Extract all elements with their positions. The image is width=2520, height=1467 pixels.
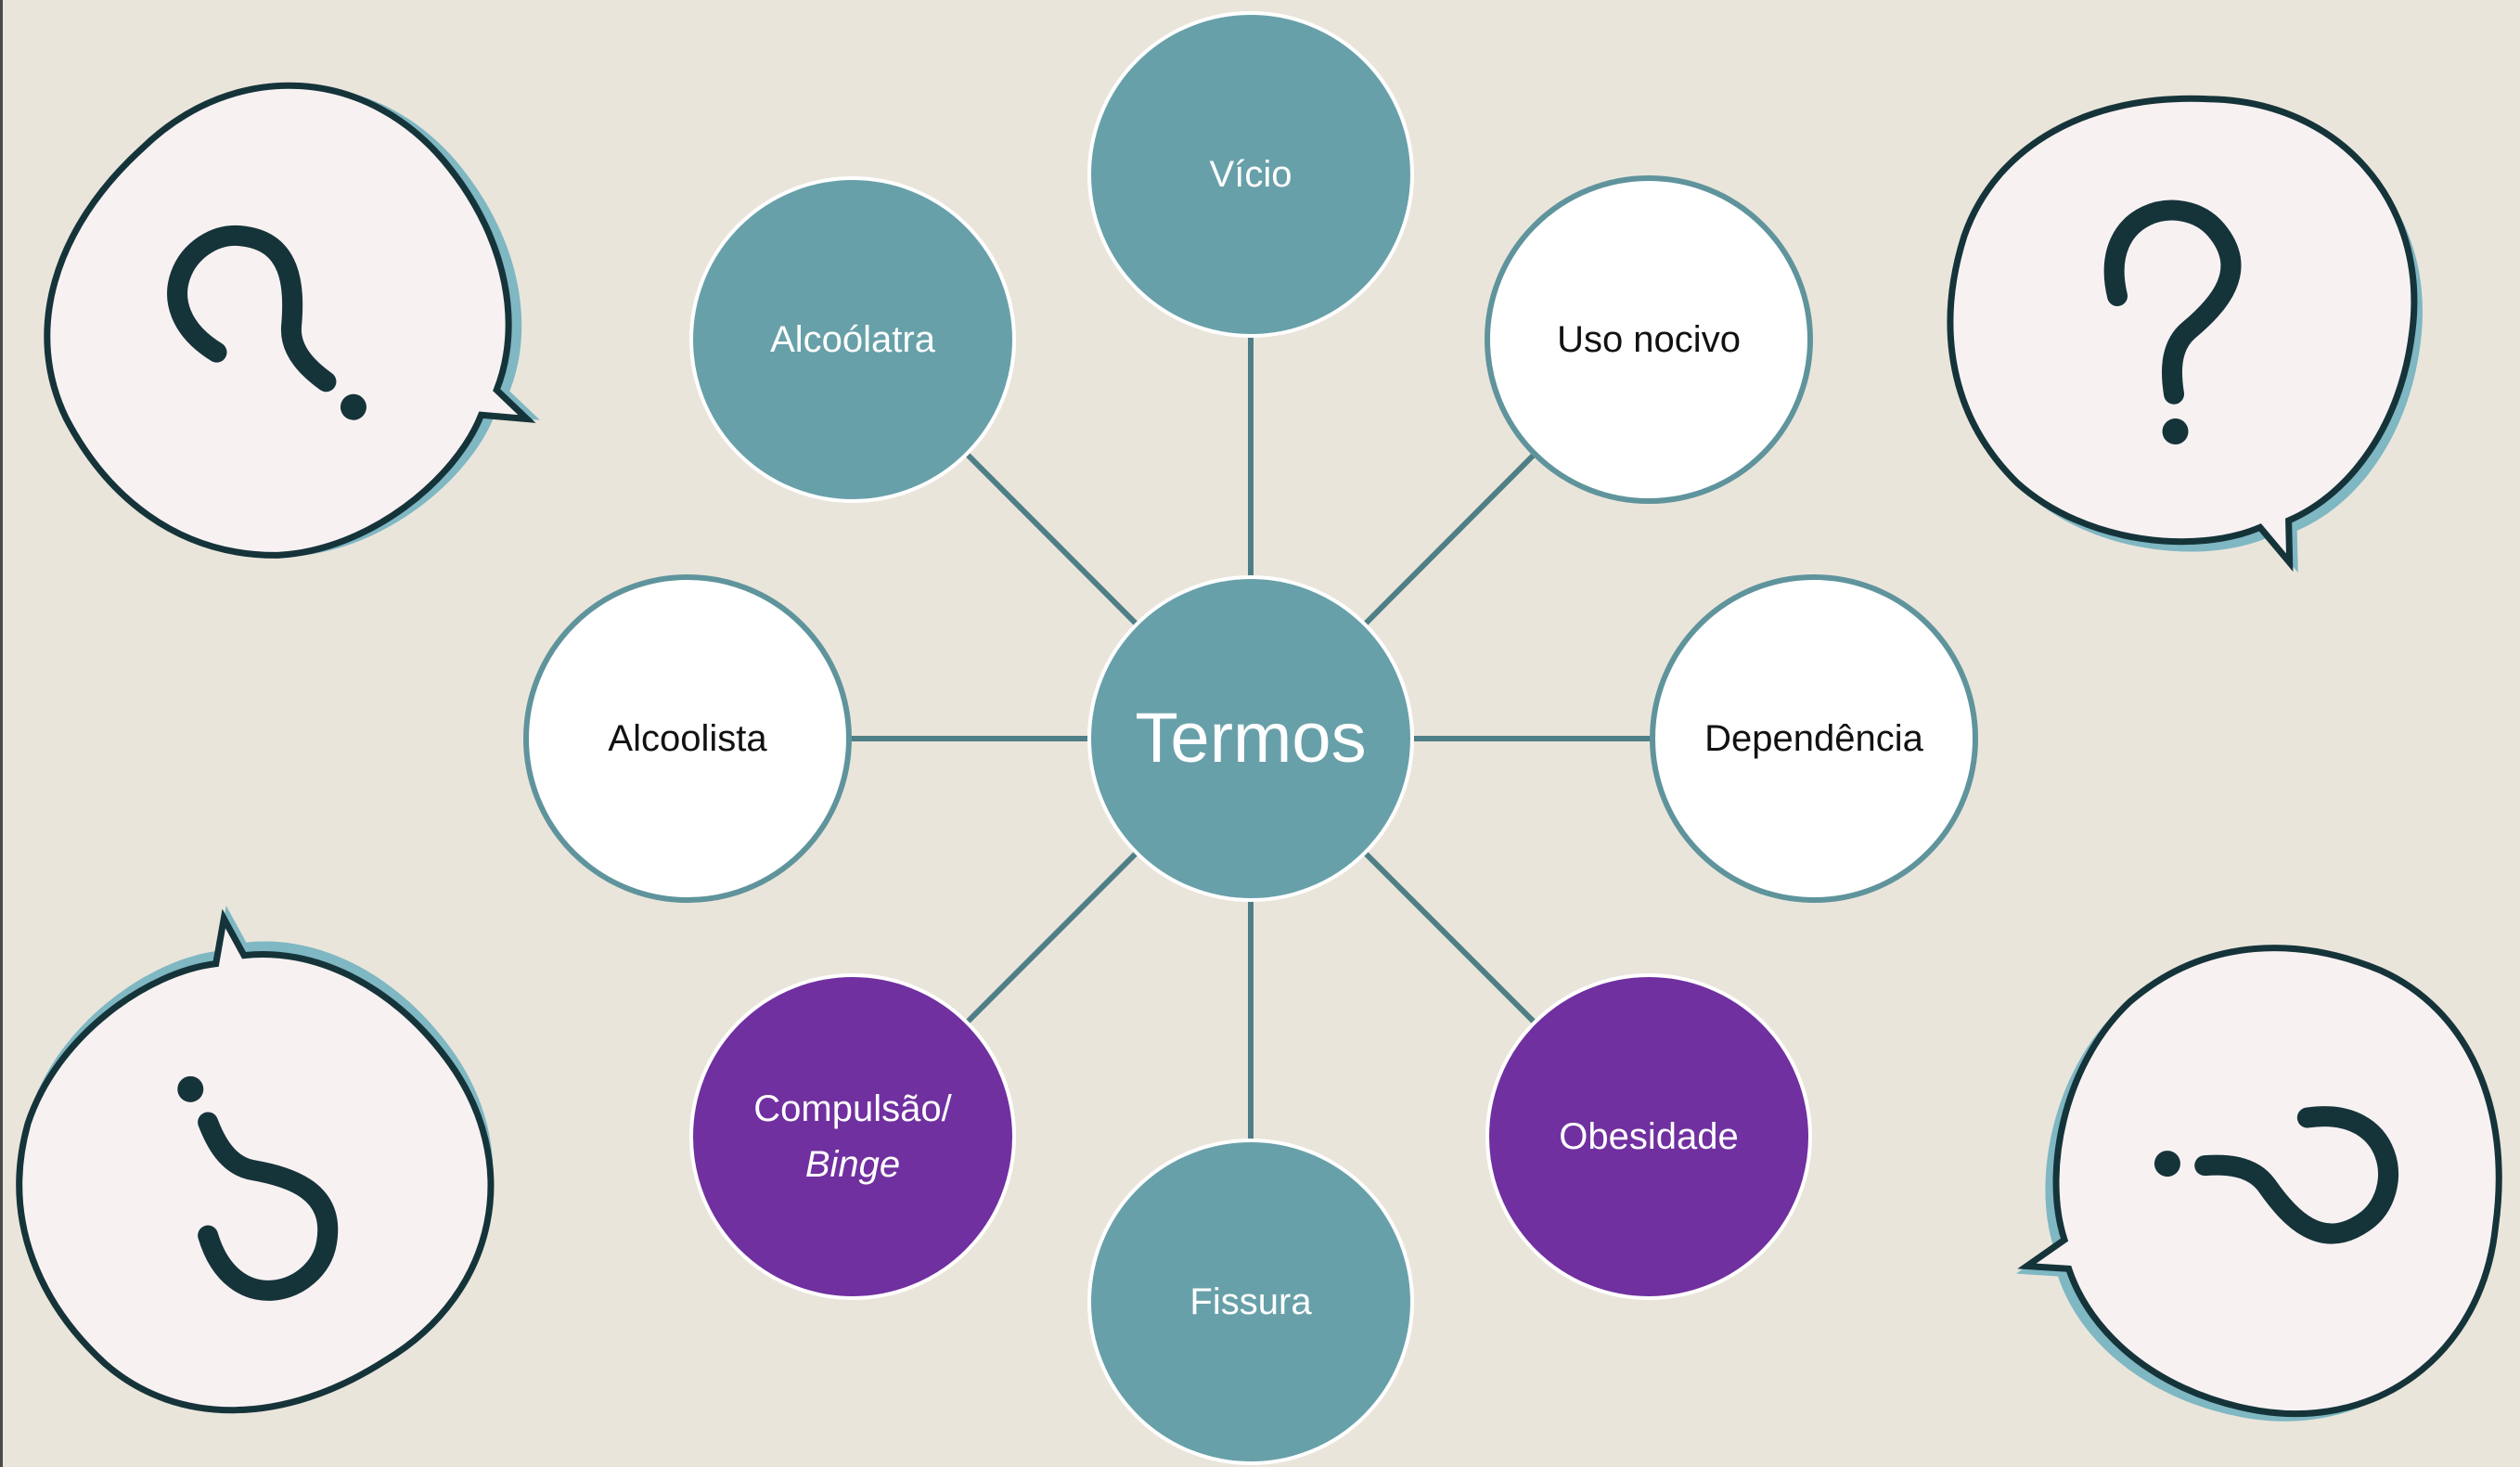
node-alcoolista-label-line1: Alcoolista bbox=[608, 718, 767, 759]
node-alcoolatra-label-line1: Alcoólatra bbox=[770, 319, 935, 360]
node-alcoolatra-circle bbox=[689, 176, 1016, 503]
node-vicio-circle bbox=[1087, 11, 1414, 338]
node-fissura-label-line1: Fissura bbox=[1189, 1281, 1312, 1322]
node-uso-nocivo-circle bbox=[1485, 175, 1813, 504]
question-bubble-top-right-icon bbox=[1930, 78, 2440, 582]
connector-compulsao bbox=[964, 850, 1139, 1025]
connector-uso-nocivo bbox=[1362, 452, 1537, 626]
node-obesidade-circle bbox=[1485, 973, 1812, 1300]
node-compulsao-label-line1: Compulsão/ bbox=[753, 1088, 952, 1129]
node-vicio-label: Vício bbox=[1210, 147, 1292, 202]
question-bubble-top-left-icon bbox=[0, 0, 618, 658]
connector-alcoolatra bbox=[964, 452, 1139, 626]
node-uso-nocivo-label: Uso nocivo bbox=[1557, 312, 1741, 367]
node-dependencia-label: Dependência bbox=[1704, 711, 1923, 766]
question-bubble-bottom-left-icon bbox=[0, 847, 576, 1467]
connector-obesidade bbox=[1362, 850, 1537, 1025]
node-alcoolista-label: Alcoolista bbox=[608, 711, 766, 766]
node-alcoolista-circle bbox=[523, 574, 852, 903]
center-node-circle bbox=[1087, 575, 1414, 902]
center-node-label: Termos bbox=[1135, 699, 1367, 778]
slide-left-border bbox=[0, 0, 3, 1467]
question-bubble-bottom-right-icon bbox=[1999, 910, 2520, 1455]
node-uso-nocivo-label-line1: Uso nocivo bbox=[1557, 319, 1741, 360]
node-dependencia-label-line1: Dependência bbox=[1704, 718, 1923, 759]
node-compulsao-label: Compulsão/Binge bbox=[753, 1081, 951, 1192]
node-dependencia-circle bbox=[1650, 574, 1978, 903]
node-fissura-circle bbox=[1087, 1139, 1414, 1465]
node-vicio-label-line1: Vício bbox=[1209, 154, 1292, 195]
node-compulsao-label-line2: Binge bbox=[804, 1144, 901, 1185]
node-fissura-label: Fissura bbox=[1189, 1274, 1311, 1330]
node-obesidade-label: Obesidade bbox=[1559, 1109, 1738, 1165]
node-obesidade-label-line1: Obesidade bbox=[1559, 1116, 1739, 1157]
node-alcoolatra-label: Alcoólatra bbox=[770, 312, 935, 367]
node-compulsao-circle bbox=[689, 973, 1016, 1300]
